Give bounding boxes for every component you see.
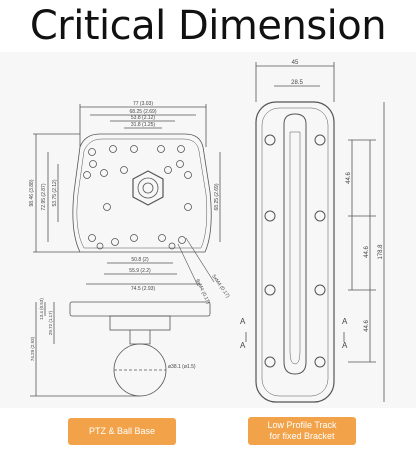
dim-top-3: 31.8 (1.25) [131, 122, 156, 128]
track-dim-length: 178.8 [378, 244, 384, 260]
section-mark-3: A [342, 341, 348, 350]
dim-left-0: 98.46 (3.88) [29, 179, 35, 206]
track-holes [264, 134, 326, 368]
center-hex [132, 170, 164, 206]
dim-right: 68.25 (2.69) [214, 183, 220, 210]
dim-bottom-2: 74.5 (2.93) [131, 286, 156, 292]
dim-ball: ø38.1 (ø1.5) [168, 364, 196, 370]
dim-top-0: 77 (3.03) [133, 101, 153, 107]
dimension-drawing-panel: 77 (3.03) 68.25 (2.69) 53.8 (2.12) 31.8 … [0, 52, 416, 408]
dim-left-1: 72.95 (2.87) [41, 183, 47, 210]
hex-collar-profile [109, 315, 171, 331]
track-dim-pitch-2: 44.6 [364, 320, 370, 332]
dim-top-1: 68.25 (2.69) [130, 109, 157, 115]
dim-profile-2: 74.29 (2.93) [30, 336, 35, 361]
dim-left-2: 53.75 (2.12) [52, 179, 58, 206]
dim-profile-0: 13.4 (0.53) [39, 298, 44, 320]
track-label-line2: for fixed Bracket [269, 431, 335, 441]
track-dim-pitch-1: 44.6 [364, 246, 370, 258]
mount-holes [83, 145, 192, 250]
track-dim-inner: 28.5 [291, 80, 303, 86]
plate-profile [69, 301, 211, 317]
track-slot [283, 113, 307, 375]
dim-profile-1: 29.72 (1.17) [48, 310, 53, 335]
dim-bottom-1: 55.9 (2.2) [129, 268, 151, 274]
dim-hole-1: 6xM4 (0.17) [194, 278, 211, 305]
section-mark-2: A [342, 317, 348, 326]
ptz-plate-outline [72, 133, 212, 253]
low-profile-track-label: Low Profile Track for fixed Bracket [248, 417, 356, 445]
dimension-drawing: 77 (3.03) 68.25 (2.69) 53.8 (2.12) 31.8 … [29, 60, 385, 403]
track-dim-pitch-0: 44.6 [346, 172, 352, 184]
section-mark-1: A [240, 341, 246, 350]
dim-top-2: 53.8 (2.12) [131, 115, 156, 121]
dim-bottom-0: 50.8 (2) [131, 257, 149, 263]
dim-hole-0: 5xM4 (0.17) [210, 274, 230, 300]
track-dim-width: 45 [292, 60, 299, 66]
track-label-line1: Low Profile Track [267, 420, 337, 430]
section-mark-0: A [240, 317, 246, 326]
page-title: Critical Dimension [29, 3, 387, 49]
track-outline [255, 101, 335, 403]
ptz-ball-base-label: PTZ & Ball Base [68, 418, 176, 445]
